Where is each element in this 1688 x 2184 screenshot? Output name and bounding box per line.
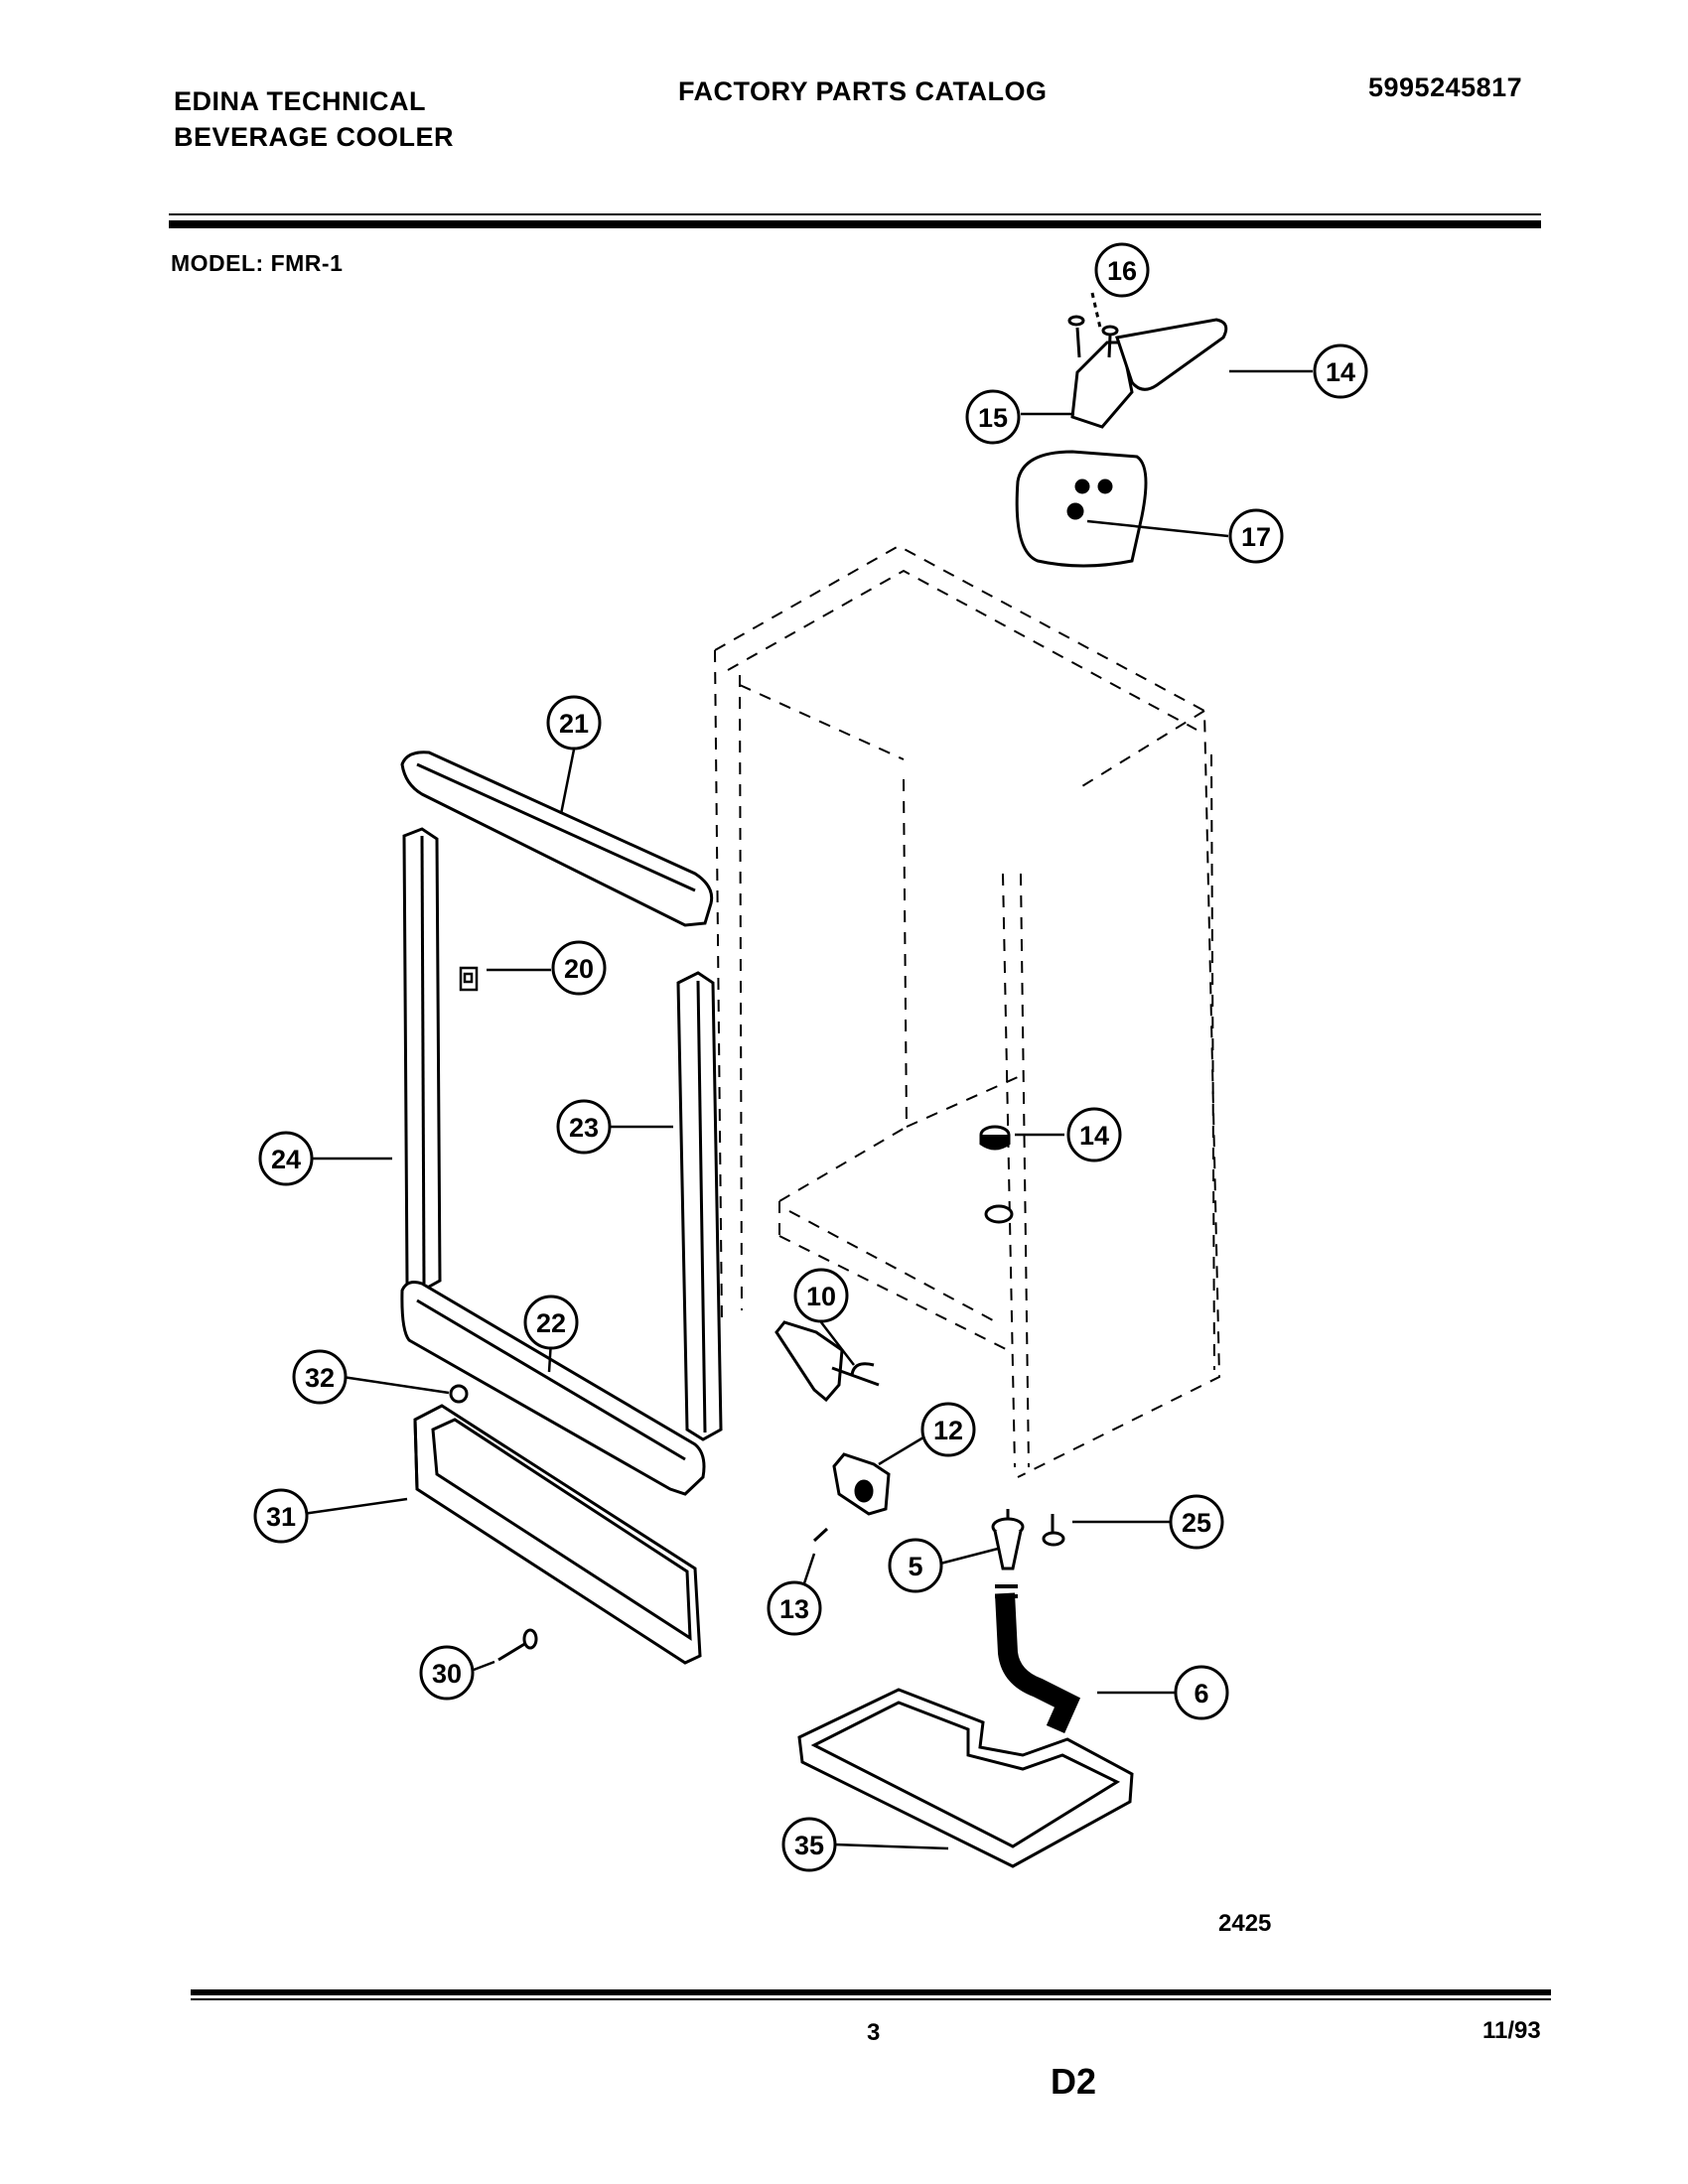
thermostat bbox=[832, 1452, 891, 1516]
header-rule-thick bbox=[169, 220, 1541, 228]
svg-text:12: 12 bbox=[933, 1416, 963, 1445]
drain-hose bbox=[995, 1584, 1081, 1734]
grille-panel bbox=[413, 1404, 702, 1665]
figure-number: 2425 bbox=[1218, 1910, 1272, 1937]
svg-text:16: 16 bbox=[1107, 256, 1137, 286]
callout-25: 25 bbox=[1169, 1494, 1224, 1550]
callout-14-top: 14 bbox=[1313, 343, 1368, 399]
svg-text:15: 15 bbox=[978, 403, 1008, 433]
door-gasket-top bbox=[400, 751, 714, 927]
control-knob bbox=[979, 1125, 1014, 1224]
svg-text:31: 31 bbox=[266, 1502, 296, 1532]
thermostat-screw bbox=[812, 1527, 829, 1543]
drain-screw bbox=[1042, 1514, 1065, 1547]
company-line-1: EDINA TECHNICAL bbox=[174, 86, 426, 116]
svg-text:17: 17 bbox=[1241, 522, 1271, 552]
top-hinge-assembly bbox=[1015, 318, 1228, 568]
callout-6: 6 bbox=[1174, 1665, 1229, 1720]
catalog-title: FACTORY PARTS CATALOG bbox=[678, 76, 1048, 106]
callout-24: 24 bbox=[258, 1131, 314, 1186]
door-switch bbox=[774, 1320, 880, 1403]
svg-text:30: 30 bbox=[432, 1659, 462, 1689]
catalog-number: 5995245817 bbox=[1368, 72, 1523, 102]
door-gasket-right bbox=[676, 971, 723, 1441]
drain-pan bbox=[797, 1688, 1134, 1868]
callout-20: 20 bbox=[551, 940, 607, 996]
company-line-2: BEVERAGE COOLER bbox=[174, 122, 455, 152]
hinge-screws bbox=[1067, 292, 1119, 358]
svg-text:10: 10 bbox=[806, 1282, 836, 1311]
grille-pin bbox=[449, 1384, 469, 1404]
cabinet-outline bbox=[714, 544, 1221, 1478]
callout-17: 17 bbox=[1228, 508, 1284, 564]
drain-fitting bbox=[991, 1509, 1025, 1570]
svg-text:14: 14 bbox=[1079, 1121, 1109, 1151]
callout-16: 16 bbox=[1094, 242, 1150, 298]
callout-22: 22 bbox=[523, 1295, 579, 1350]
door-gasket-left bbox=[402, 827, 442, 1293]
svg-text:25: 25 bbox=[1182, 1508, 1211, 1538]
door-gasket-bottom bbox=[400, 1281, 706, 1496]
callout-5: 5 bbox=[888, 1538, 943, 1593]
svg-text:32: 32 bbox=[305, 1363, 335, 1393]
svg-text:14: 14 bbox=[1326, 357, 1355, 387]
header-rule-thin bbox=[169, 213, 1541, 215]
svg-text:23: 23 bbox=[569, 1113, 599, 1143]
callout-10: 10 bbox=[793, 1268, 849, 1323]
grille-screw bbox=[497, 1628, 538, 1662]
svg-text:13: 13 bbox=[779, 1594, 809, 1624]
callout-15: 15 bbox=[965, 389, 1021, 445]
footer-rule-thick bbox=[191, 1989, 1551, 1995]
callout-35: 35 bbox=[781, 1817, 837, 1872]
footer-rule-thin bbox=[191, 1998, 1551, 2000]
callout-23: 23 bbox=[556, 1099, 612, 1155]
svg-text:20: 20 bbox=[564, 954, 594, 984]
callout-32: 32 bbox=[292, 1349, 348, 1405]
revision-date: 11/93 bbox=[1482, 2017, 1541, 2044]
model-label: MODEL: FMR-1 bbox=[171, 250, 344, 276]
page-number: 3 bbox=[867, 2019, 881, 2046]
callout-14-lower: 14 bbox=[1066, 1107, 1122, 1162]
svg-text:24: 24 bbox=[271, 1145, 301, 1174]
callout-13: 13 bbox=[767, 1580, 822, 1636]
section-code: D2 bbox=[1051, 2061, 1097, 2102]
svg-text:5: 5 bbox=[908, 1552, 922, 1581]
leader-lines bbox=[302, 369, 1313, 1850]
callout-12: 12 bbox=[920, 1402, 976, 1457]
callout-31: 31 bbox=[253, 1488, 309, 1544]
svg-text:6: 6 bbox=[1194, 1679, 1208, 1708]
callout-21: 21 bbox=[546, 695, 602, 751]
callout-30: 30 bbox=[419, 1645, 475, 1701]
door-clip bbox=[459, 966, 479, 992]
svg-text:35: 35 bbox=[794, 1831, 824, 1860]
svg-text:21: 21 bbox=[559, 709, 589, 739]
company-name: EDINA TECHNICAL BEVERAGE COOLER bbox=[174, 83, 454, 155]
svg-text:22: 22 bbox=[536, 1308, 566, 1338]
